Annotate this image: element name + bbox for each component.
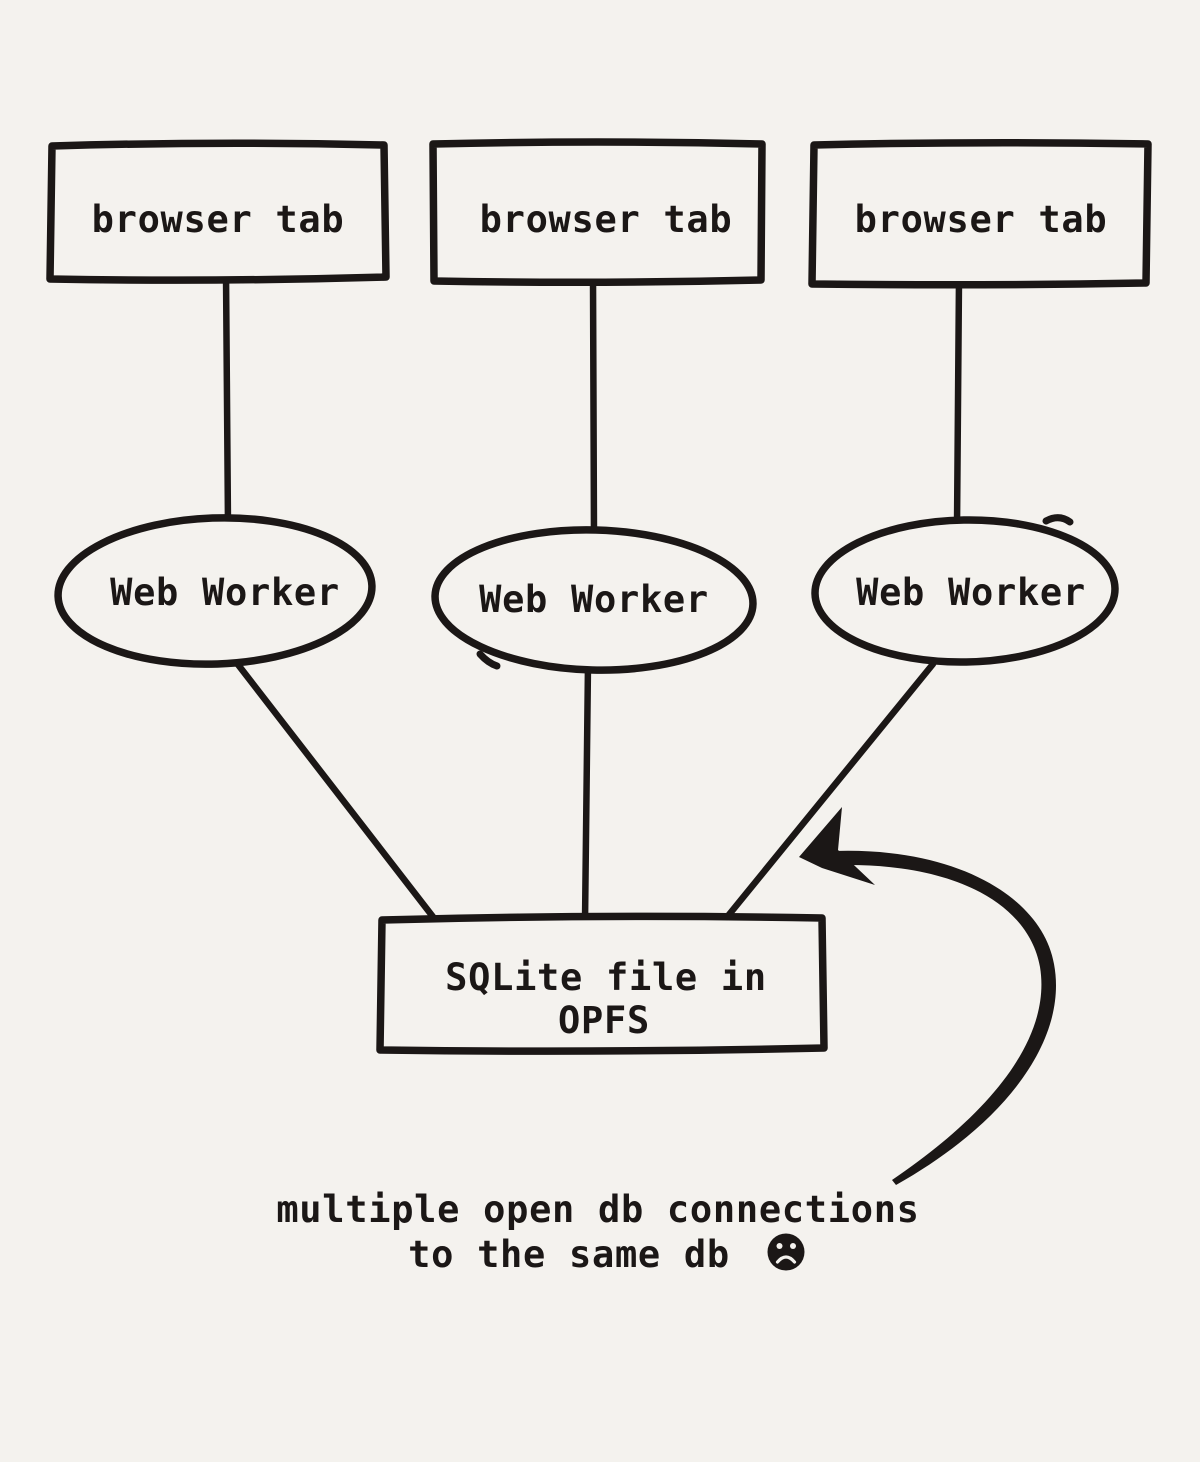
browser-tab-label-2: browser tab xyxy=(480,198,733,241)
frowning-face-mouth xyxy=(775,1255,797,1264)
web-worker-node-3 xyxy=(811,516,1119,666)
connector-worker3-sqlite xyxy=(719,660,937,926)
web-worker-label-3: Web Worker xyxy=(856,571,1086,614)
connector-tab2-worker2 xyxy=(589,273,598,542)
node-labels: browser tab browser tab browser tab Web … xyxy=(92,198,1108,1042)
curved-arrow-head xyxy=(799,807,875,885)
connector-tab3-worker3 xyxy=(953,275,963,530)
connector-tab1-worker1 xyxy=(222,270,232,530)
browser-tab-label-1: browser tab xyxy=(92,198,345,241)
browser-tab-node-2 xyxy=(429,138,766,287)
frowning-face-icon xyxy=(767,1233,805,1271)
curved-arrow xyxy=(799,807,1057,1185)
connectors xyxy=(222,270,963,926)
web-worker-label-2: Web Worker xyxy=(479,578,709,621)
browser-tab-label-3: browser tab xyxy=(855,198,1108,241)
sqlite-file-node xyxy=(376,912,828,1055)
caption-line1: multiple open db connections xyxy=(276,1188,919,1231)
caption: multiple open db connections to the same… xyxy=(276,1188,919,1276)
browser-tab-node-3 xyxy=(808,138,1152,289)
web-worker-node-2 xyxy=(431,526,757,674)
frowning-face-left-eye xyxy=(776,1243,783,1249)
pen-overshoot-worker2 xyxy=(476,650,501,670)
frowning-face-body xyxy=(767,1233,805,1271)
curved-arrow-shaft xyxy=(816,850,1057,1185)
connector-worker1-sqlite xyxy=(232,658,441,926)
caption-line2: to the same db xyxy=(408,1233,730,1276)
web-worker-nodes xyxy=(54,514,1119,674)
sqlite-file-label-line1: SQLite file in xyxy=(445,956,767,999)
frowning-face-right-eye xyxy=(790,1243,796,1249)
sqlite-file-label-line2: OPFS xyxy=(558,999,650,1042)
web-worker-node-1 xyxy=(54,514,376,668)
browser-tab-node-1 xyxy=(46,139,390,284)
pen-overshoot-worker3 xyxy=(1042,514,1074,526)
browser-tab-nodes xyxy=(46,138,1152,289)
connector-worker2-sqlite xyxy=(581,660,592,926)
web-worker-label-1: Web Worker xyxy=(110,571,340,614)
